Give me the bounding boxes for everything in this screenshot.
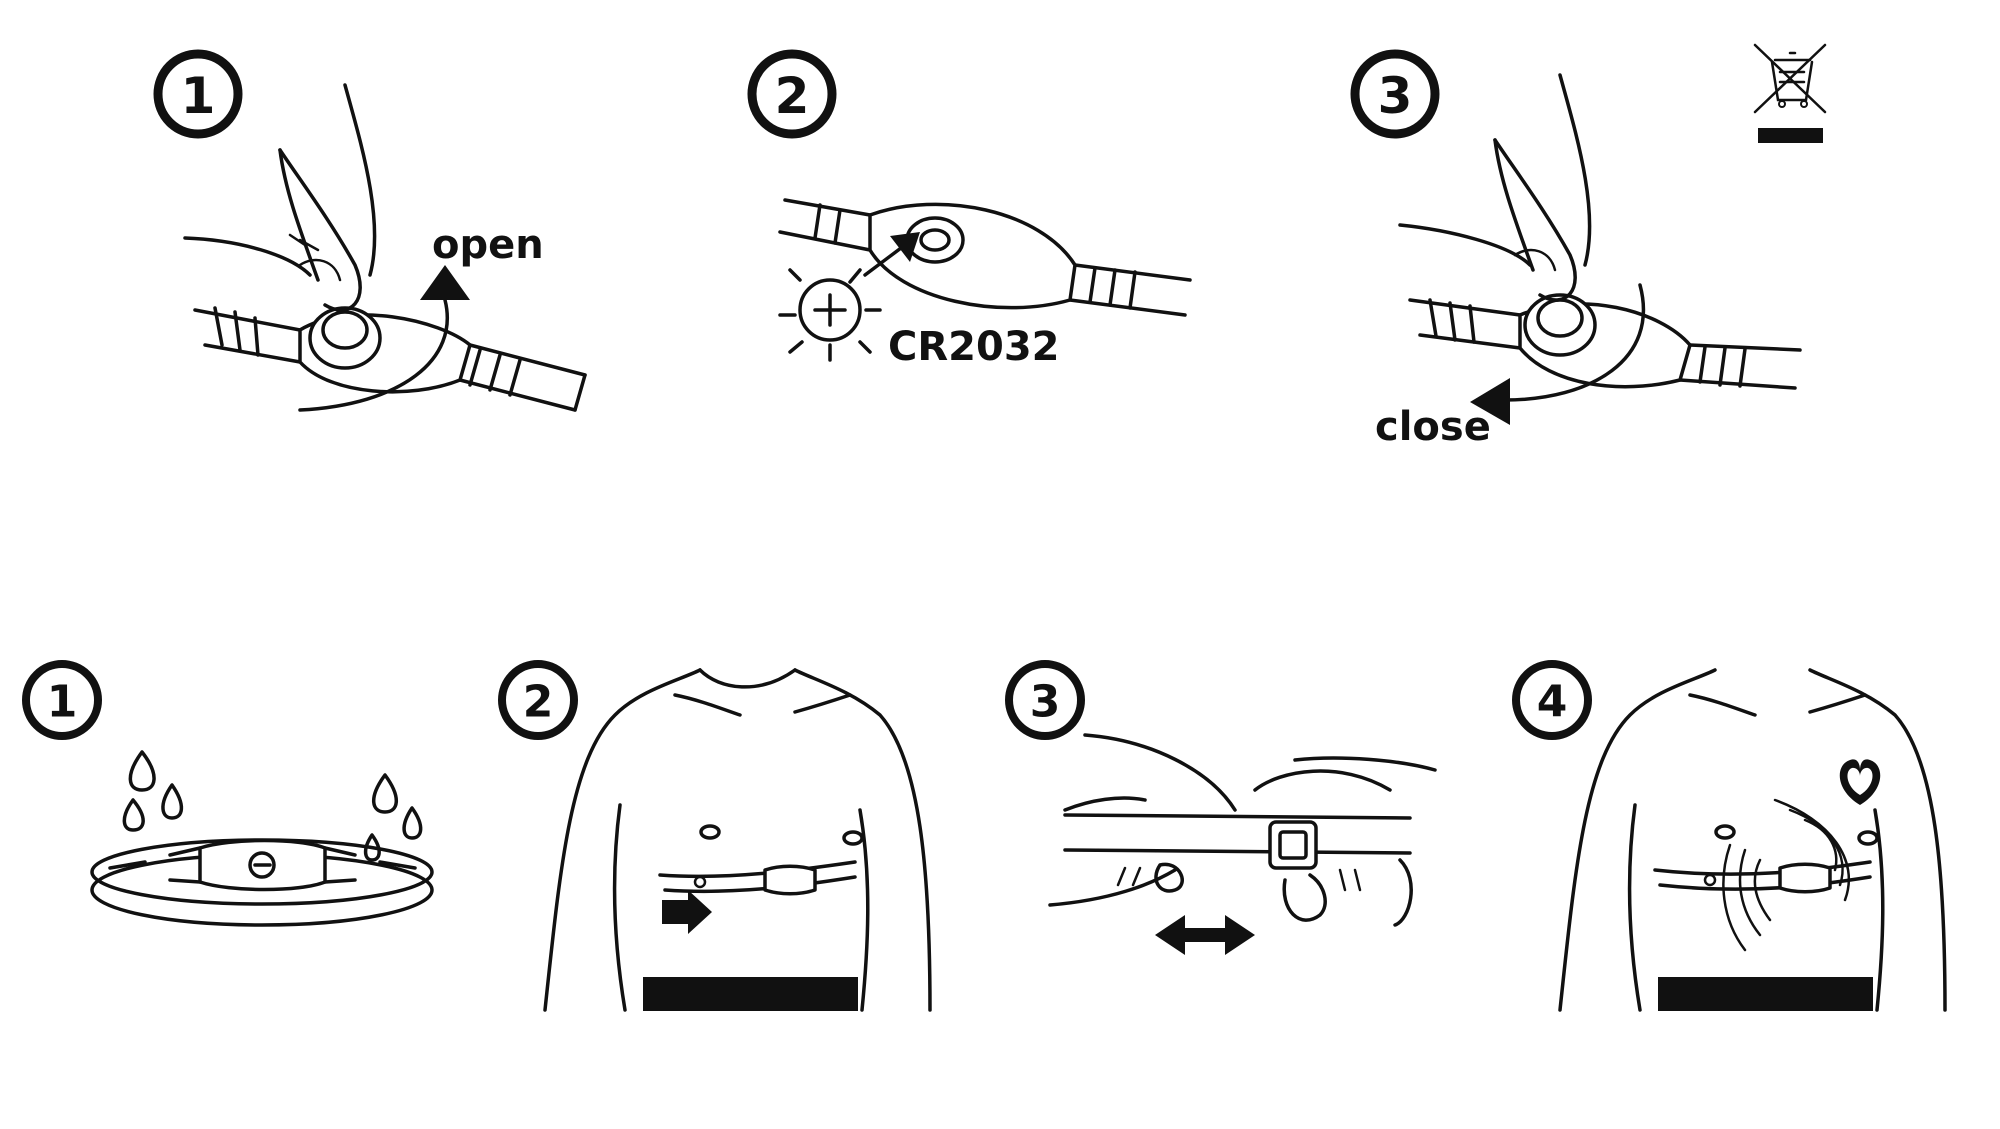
strap-on-chest-illustration: [543, 668, 932, 1012]
wearing-step-4-badge: 4: [1512, 660, 1592, 740]
battery-insert-illustration: [778, 198, 1192, 362]
heart-signal-illustration: [1558, 668, 1947, 1012]
adjust-strap-illustration: [1048, 733, 1437, 955]
wearing-step-3-number: 3: [1030, 677, 1061, 728]
wearing-step-1-badge: 1: [22, 660, 102, 740]
battery-step-2-number: 2: [775, 67, 810, 125]
battery-step-2-badge: 2: [747, 49, 837, 139]
close-cover-illustration: [1398, 73, 1802, 425]
open-cover-illustration: [183, 83, 587, 412]
battery-model-label: CR2032: [888, 324, 1059, 370]
wearing-step-4-number: 4: [1537, 677, 1568, 728]
battery-step-3-number: 3: [1378, 67, 1413, 125]
battery-step-1-badge: 1: [153, 49, 243, 139]
open-label: open: [432, 222, 544, 268]
wearing-step-2-badge: 2: [498, 660, 578, 740]
battery-step-1-number: 1: [181, 67, 216, 125]
wearing-step-1-number: 1: [47, 677, 78, 728]
crossed-out-wheelie-bin-icon: [1753, 43, 1827, 143]
close-label: close: [1375, 404, 1491, 450]
moisten-strap-illustration: [90, 750, 434, 927]
wearing-step-3-badge: 3: [1005, 660, 1085, 740]
wearing-step-2-number: 2: [523, 677, 554, 728]
battery-step-3-badge: 3: [1350, 49, 1440, 139]
